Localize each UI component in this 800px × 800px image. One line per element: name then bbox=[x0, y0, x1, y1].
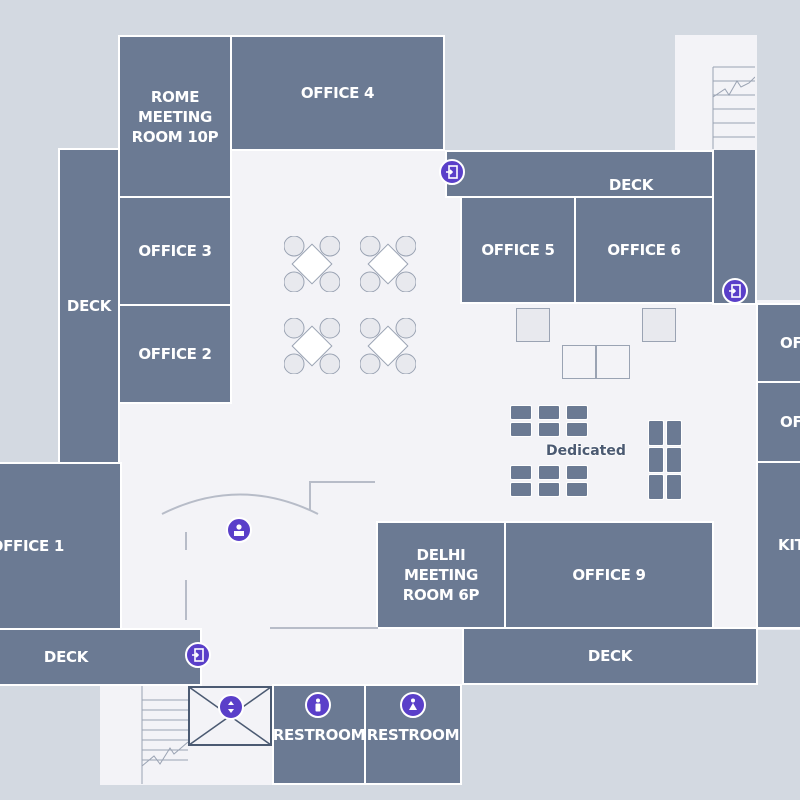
room-rome-meeting[interactable]: ROME MEETING ROOM 10P bbox=[118, 35, 232, 198]
room-label: RESTROOM bbox=[272, 726, 366, 744]
desk[interactable] bbox=[566, 465, 588, 480]
desk[interactable] bbox=[538, 422, 560, 437]
stairs-bottom-left bbox=[141, 686, 189, 784]
room-deck-bottom-left[interactable]: DECK bbox=[0, 628, 202, 686]
room-label: DECK bbox=[608, 176, 654, 194]
room-deck-top[interactable]: DECK bbox=[445, 150, 757, 198]
room-label: OF bbox=[780, 334, 800, 352]
lounge-table-3[interactable] bbox=[283, 317, 341, 375]
sofa-seat[interactable] bbox=[562, 345, 596, 379]
room-label: OFFICE 3 bbox=[138, 242, 212, 260]
desk[interactable] bbox=[566, 482, 588, 497]
desk[interactable] bbox=[510, 482, 532, 497]
desk[interactable] bbox=[566, 422, 588, 437]
room-label: DECK bbox=[587, 647, 633, 665]
lounge-table-1[interactable] bbox=[283, 235, 341, 293]
elevator-icon[interactable] bbox=[218, 694, 244, 720]
desk[interactable] bbox=[538, 482, 560, 497]
zone-label-dedicated: Dedicated bbox=[546, 443, 626, 459]
room-office-4[interactable]: OFFICE 4 bbox=[230, 35, 445, 151]
lounge-table-2[interactable] bbox=[359, 235, 417, 293]
room-label: ROME MEETING ROOM 10P bbox=[131, 87, 219, 146]
exit-door-icon[interactable] bbox=[185, 642, 211, 668]
desk[interactable] bbox=[566, 405, 588, 420]
restroom-male-icon[interactable] bbox=[305, 692, 331, 718]
room-office-9[interactable]: OFFICE 9 bbox=[504, 521, 714, 629]
room-label: OFFICE 1 bbox=[0, 537, 64, 555]
desk[interactable] bbox=[666, 420, 682, 446]
reception-desk-icon[interactable] bbox=[226, 517, 252, 543]
desk[interactable] bbox=[648, 474, 664, 500]
restroom-female-icon[interactable] bbox=[400, 692, 426, 718]
stairs-top-right bbox=[712, 66, 755, 149]
room-label: DELHI MEETING ROOM 6P bbox=[402, 546, 480, 604]
lounge-chair[interactable] bbox=[642, 308, 676, 342]
room-office-2[interactable]: OFFICE 2 bbox=[118, 304, 232, 404]
room-office-6[interactable]: OFFICE 6 bbox=[574, 196, 714, 304]
desk[interactable] bbox=[648, 447, 664, 473]
room-label: KIT bbox=[778, 536, 800, 554]
desk[interactable] bbox=[648, 420, 664, 446]
room-label: RESTROOM bbox=[366, 726, 460, 744]
room-label: OF bbox=[780, 413, 800, 431]
room-right-office-2[interactable]: OF bbox=[756, 381, 800, 463]
reception-walls bbox=[161, 481, 378, 629]
room-label: OFFICE 5 bbox=[481, 241, 555, 259]
room-delhi-meeting[interactable]: DELHI MEETING ROOM 6P bbox=[376, 521, 506, 629]
room-office-3[interactable]: OFFICE 3 bbox=[118, 196, 232, 306]
desk[interactable] bbox=[510, 405, 532, 420]
room-label: OFFICE 9 bbox=[572, 566, 646, 584]
room-label: DECK bbox=[43, 648, 89, 666]
room-deck-left[interactable]: DECK bbox=[58, 148, 120, 464]
room-kitchen[interactable]: KIT bbox=[756, 461, 800, 629]
sofa-seat[interactable] bbox=[596, 345, 630, 379]
room-label: OFFICE 4 bbox=[300, 84, 375, 102]
desk[interactable] bbox=[666, 447, 682, 473]
desk[interactable] bbox=[666, 474, 682, 500]
desk[interactable] bbox=[538, 465, 560, 480]
room-label: OFFICE 6 bbox=[607, 241, 681, 259]
room-deck-bottom-right[interactable]: DECK bbox=[462, 627, 758, 685]
room-right-office-1[interactable]: OF bbox=[756, 303, 800, 383]
lounge-table-4[interactable] bbox=[359, 317, 417, 375]
desk[interactable] bbox=[538, 405, 560, 420]
exit-door-icon[interactable] bbox=[722, 278, 748, 304]
desk[interactable] bbox=[510, 422, 532, 437]
exit-door-icon[interactable] bbox=[439, 159, 465, 185]
lounge-chair[interactable] bbox=[516, 308, 550, 342]
room-label: OFFICE 2 bbox=[138, 345, 212, 363]
room-office-1[interactable]: OFFICE 1 bbox=[0, 462, 122, 630]
room-office-5[interactable]: OFFICE 5 bbox=[460, 196, 576, 304]
room-label: DECK bbox=[66, 297, 112, 315]
desk[interactable] bbox=[510, 465, 532, 480]
